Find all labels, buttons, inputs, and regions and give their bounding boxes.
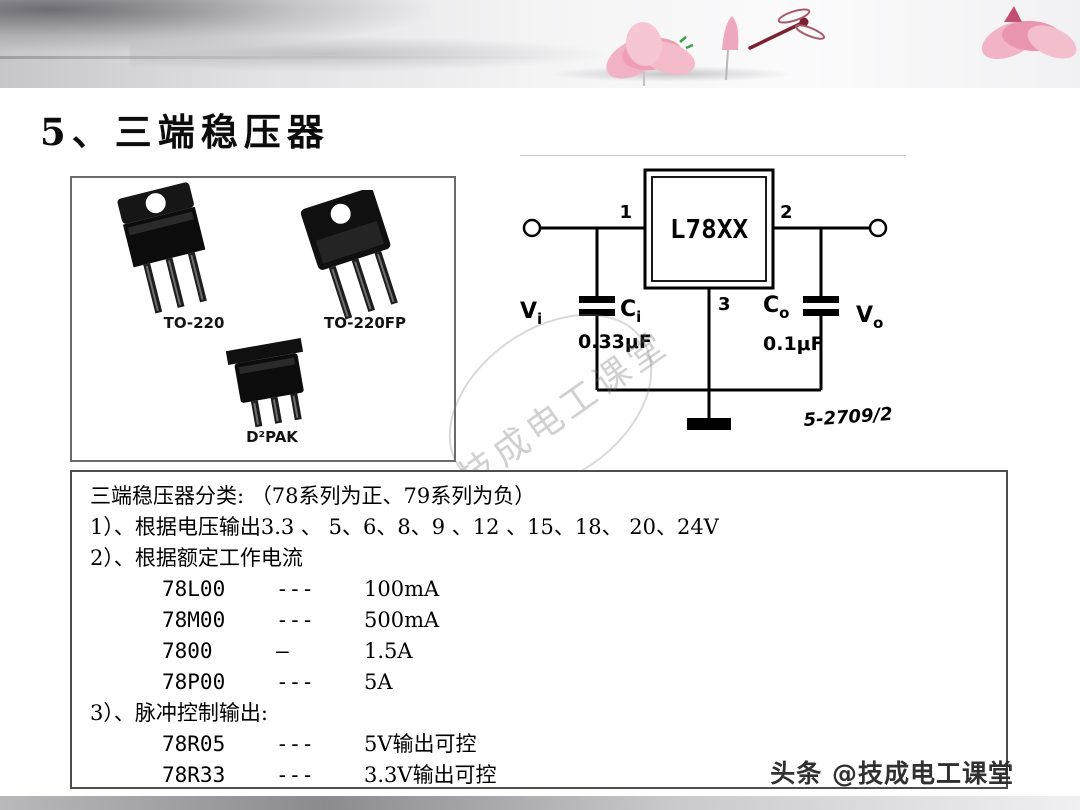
model-number: 78M00 (162, 608, 226, 632)
capacitor-co-icon (803, 296, 839, 316)
ci-value: 0.33μF (578, 331, 652, 353)
dash-separator: --- (276, 670, 314, 694)
circuit-wires (540, 226, 870, 418)
current-row: 78L00 --- 100mA (90, 574, 988, 605)
co-value: 0.1μF (763, 333, 824, 355)
chip-label: L78XX (670, 215, 749, 245)
current-value: 100mA (364, 577, 440, 601)
vo-label: Vo (856, 303, 883, 332)
pin-3-label: 3 (718, 294, 731, 315)
current-row: 78M00 --- 500mA (90, 605, 988, 636)
regulator-chip-inner-border (651, 176, 767, 282)
page-title: 5、三端稳压器 (40, 110, 330, 154)
banner-waterline (0, 56, 580, 59)
package-label-to220fp: TO-220FP (323, 314, 407, 332)
package-label-to220: TO-220 (163, 314, 225, 332)
classification-box: 三端稳压器分类: （78系列为正、79系列为负） 1）、根据电压输出3.3 、 … (70, 470, 1008, 789)
classification-item-voltage: 1）、根据电压输出3.3 、 5、6、8、9 、12 、15、18、 20、24… (90, 515, 719, 539)
current-value: 1.5A (364, 639, 413, 663)
divider-line (520, 155, 906, 156)
to-220fp-package-image (300, 190, 398, 320)
co-base: C (763, 293, 779, 318)
pin-2-label: 2 (780, 202, 793, 223)
dash-separator: --- (276, 577, 314, 601)
vi-sub: i (537, 310, 542, 328)
capacitor-ci-icon (579, 296, 615, 316)
dragonfly-icon (748, 8, 825, 50)
pulse-row: 78R05 --- 5V输出可控 (90, 729, 988, 760)
current-value: 500mA (364, 608, 440, 632)
d2pak-package-image (225, 338, 304, 428)
pulse-row: 78R33 --- 3.3V输出可控 (90, 760, 988, 791)
header-banner (0, 0, 1080, 88)
model-number: 78P00 (162, 670, 226, 694)
ground-icon (687, 418, 731, 430)
co-sub: o (779, 304, 789, 322)
classification-heading: 三端稳压器分类: （78系列为正、79系列为负） (90, 484, 536, 508)
lotus-flower-icon (606, 16, 739, 86)
current-row: 78P00 --- 5A (90, 667, 988, 698)
ci-label: Ci (620, 297, 641, 326)
vo-base: V (856, 303, 873, 328)
lotus-flower-right-icon (981, 6, 1077, 60)
to-220-package-image (117, 182, 207, 314)
dash-separator: — (276, 639, 289, 663)
regulator-circuit-diagram: L78XX 1 2 3 Vi Ci 0.33μF Co 0.1μF Vo 5-2… (480, 150, 920, 470)
figure-reference: 5-2709/2 (803, 404, 893, 431)
channel-watermark: 头条 @技成电工课堂 (770, 759, 1014, 788)
sparkle-icon (679, 36, 694, 50)
model-number: 78R05 (162, 732, 226, 756)
footer-bar (0, 796, 1080, 810)
current-value: 5A (364, 670, 393, 694)
classification-item-pulse: 3）、脉冲控制输出: (90, 701, 268, 725)
vi-base: V (520, 299, 537, 324)
model-number: 78R33 (162, 763, 226, 787)
dash-separator: --- (276, 608, 314, 632)
classification-item-current: 2）、根据额定工作电流 (90, 546, 303, 570)
banner-dark-swirl (0, 0, 430, 52)
pulse-value: 5V输出可控 (364, 732, 477, 756)
ci-sub: i (636, 308, 641, 326)
input-terminal-icon (522, 218, 542, 238)
current-row: 7800 — 1.5A (90, 636, 988, 667)
regulator-chip (643, 168, 775, 290)
vo-sub: o (873, 314, 883, 332)
co-label: Co (763, 293, 789, 322)
banner-light-swirl (130, 36, 610, 72)
output-terminal-icon (868, 218, 888, 238)
model-number: 78L00 (162, 577, 226, 601)
vi-label: Vi (520, 299, 542, 328)
pin-1-label: 1 (619, 202, 632, 223)
pulse-value: 3.3V输出可控 (364, 763, 497, 787)
dash-separator: --- (276, 763, 314, 787)
package-image-box: TO-220 TO-220FP D²PAK (70, 176, 456, 462)
model-number: 7800 (162, 639, 213, 663)
package-label-d2pak: D²PAK (246, 428, 298, 446)
ci-base: C (620, 297, 636, 322)
dash-separator: --- (276, 732, 314, 756)
